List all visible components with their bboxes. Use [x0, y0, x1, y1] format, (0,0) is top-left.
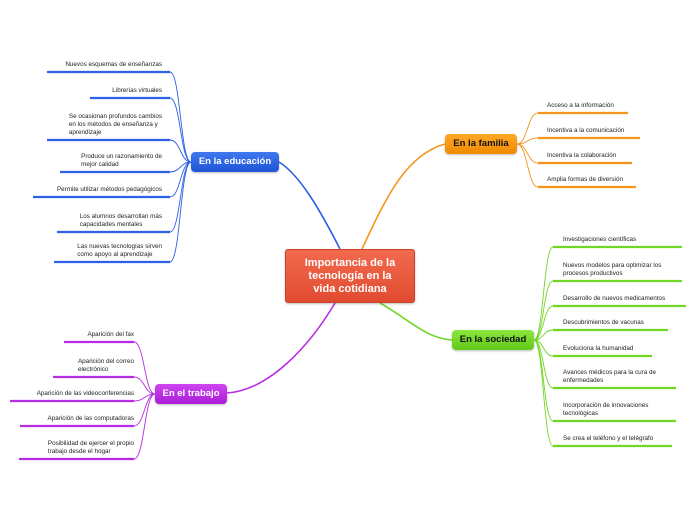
leaf-sociedad-0-line-0: Investigaciones científicas: [563, 236, 637, 243]
leaf-familia-3[interactable]: Amplia formas de diversión: [547, 176, 623, 184]
leaf-sociedad-6-line-0: Incorporación de innovaciones: [563, 402, 649, 409]
leaf-trabajo-3[interactable]: Aparición de las computadoras: [48, 415, 134, 423]
link-central-sociedad: [379, 302, 453, 341]
leaf-familia-1-line-0: Incentiva a la comunicación: [547, 127, 625, 134]
leaf-sociedad-1-line-0: Nuevos modelos para optimizar los: [563, 262, 662, 269]
leaf-trabajo-3-line-0: Aparición de las computadoras: [47, 415, 134, 422]
link-educacion-leaf-2: [169, 139, 192, 163]
branch-trabajo[interactable]: En el trabajo: [155, 384, 227, 404]
leaf-familia-2[interactable]: Incentiva la colaboración: [547, 152, 616, 160]
leaf-educacion-3-line-0: Produce un razonamiento de: [81, 153, 162, 160]
link-trabajo-leaf-0: [133, 341, 156, 395]
link-sociedad-leaf-2: [533, 305, 554, 341]
leaf-educacion-2-line-2: aprendizaje: [68, 129, 102, 136]
leaf-trabajo-0-line-0: Aparición del fax: [87, 331, 134, 338]
link-central-trabajo: [226, 302, 336, 394]
leaf-sociedad-1-line-1: procesos productivos: [563, 270, 623, 277]
central-topic-line-2: tecnología en la: [308, 269, 392, 282]
leaf-educacion-2-line-0: Se ocasionan profundos cambios: [68, 113, 162, 120]
link-central-educacion: [278, 161, 341, 250]
link-central-familia: [361, 143, 446, 250]
leaf-sociedad-3-line-0: Descubrimientos de vacunas: [563, 319, 644, 326]
link-educacion-leaf-1: [169, 97, 192, 163]
leaf-sociedad-4-line-0: Evoluciona la humanidad: [563, 345, 634, 352]
leaf-familia-0-line-0: Acceso a la información: [547, 102, 614, 109]
link-familia-leaf-3: [516, 143, 539, 188]
link-sociedad-leaf-7: [533, 339, 554, 447]
link-educacion-leaf-5: [169, 161, 192, 233]
link-familia-leaf-1: [516, 137, 539, 145]
leaf-sociedad-2[interactable]: Desarrollo de nuevos medicamentos: [563, 295, 665, 303]
leaf-educacion-0[interactable]: Nuevos esquemas de enseñanzas: [65, 61, 162, 69]
link-educacion-leaf-6: [169, 161, 192, 263]
link-trabajo-leaf-1: [133, 376, 156, 395]
leaf-familia-1[interactable]: Incentiva a la comunicación: [547, 127, 624, 135]
leaf-educacion-0-line-0: Nuevos esquemas de enseñanzas: [65, 61, 162, 68]
link-sociedad-leaf-3: [533, 329, 554, 341]
link-sociedad-leaf-1: [533, 280, 554, 341]
link-familia-leaf-0: [516, 112, 539, 145]
leaf-sociedad-4[interactable]: Evoluciona la humanidad: [563, 345, 633, 353]
branch-educacion[interactable]: En la educación: [191, 152, 279, 172]
leaf-sociedad-7[interactable]: Se crea el teléfono y el telégrafo: [563, 435, 653, 443]
leaf-familia-0[interactable]: Acceso a la información: [547, 102, 614, 110]
link-sociedad-leaf-0: [533, 246, 554, 341]
branch-sociedad[interactable]: En la sociedad: [452, 330, 534, 350]
leaf-educacion-5-line-1: capacidades mentales: [79, 221, 143, 228]
leaf-sociedad-5-line-1: enfermedades: [563, 377, 604, 384]
leaf-sociedad-3[interactable]: Descubrimientos de vacunas: [563, 319, 644, 327]
link-trabajo-leaf-4: [133, 393, 156, 460]
leaf-familia-2-line-0: Incentiva la colaboración: [547, 152, 617, 159]
leaf-trabajo-4-line-0: Posibilidad de ejercer el propio: [47, 440, 134, 447]
leaf-sociedad-6-line-1: tecnológicas: [563, 410, 599, 417]
leaf-trabajo-1-line-1: electrónico: [77, 366, 109, 373]
leaf-educacion-1[interactable]: Librerías virtuales: [112, 87, 162, 95]
branch-familia[interactable]: En la familia: [445, 134, 517, 154]
leaf-educacion-4-line-0: Permite utilizar métodos pedagógicos: [56, 186, 162, 193]
leaf-educacion-6-line-0: Las nuevas tecnologías sirven: [77, 243, 162, 250]
leaf-trabajo-2[interactable]: Aparición de las videoconferencias: [37, 390, 134, 398]
leaf-trabajo-1-line-0: Aparición del correo: [77, 358, 134, 365]
link-sociedad-leaf-6: [533, 339, 554, 422]
leaf-sociedad-0[interactable]: Investigaciones científicas: [563, 236, 636, 244]
leaf-educacion-5-line-0: Los alumnos desarrollan más: [79, 213, 162, 220]
link-trabajo-leaf-3: [133, 393, 156, 427]
link-educacion-leaf-0: [169, 71, 192, 163]
leaf-educacion-2-line-1: en los métodos de enseñanza y: [68, 121, 158, 128]
leaf-sociedad-5-line-0: Avances médicos para la cura de: [563, 369, 656, 376]
leaf-familia-3-line-0: Amplia formas de diversión: [547, 176, 623, 183]
leaf-trabajo-0[interactable]: Aparición del fax: [87, 331, 134, 339]
central-topic-line-3: vida cotidiana: [313, 282, 387, 295]
leaf-educacion-1-line-0: Librerías virtuales: [112, 87, 162, 94]
leaf-educacion-4[interactable]: Permite utilizar métodos pedagógicos: [57, 186, 162, 194]
leaf-sociedad-7-line-0: Se crea el teléfono y el telégrafo: [563, 435, 654, 442]
central-topic[interactable]: Importancia de la tecnología en la vida …: [285, 249, 415, 303]
leaf-educacion-6-line-1: como apoyo al aprendizaje: [77, 251, 153, 258]
leaf-trabajo-4-line-1: trabajo desde el hogar: [47, 448, 111, 455]
leaf-sociedad-2-line-0: Desarrollo de nuevos medicamentos: [563, 295, 666, 302]
link-familia-leaf-2: [516, 143, 539, 164]
leaf-trabajo-2-line-0: Aparición de las videoconferencias: [36, 390, 134, 397]
central-topic-line-1: Importancia de la: [304, 256, 396, 269]
leaf-educacion-3-line-1: mejor calidad: [81, 161, 119, 168]
